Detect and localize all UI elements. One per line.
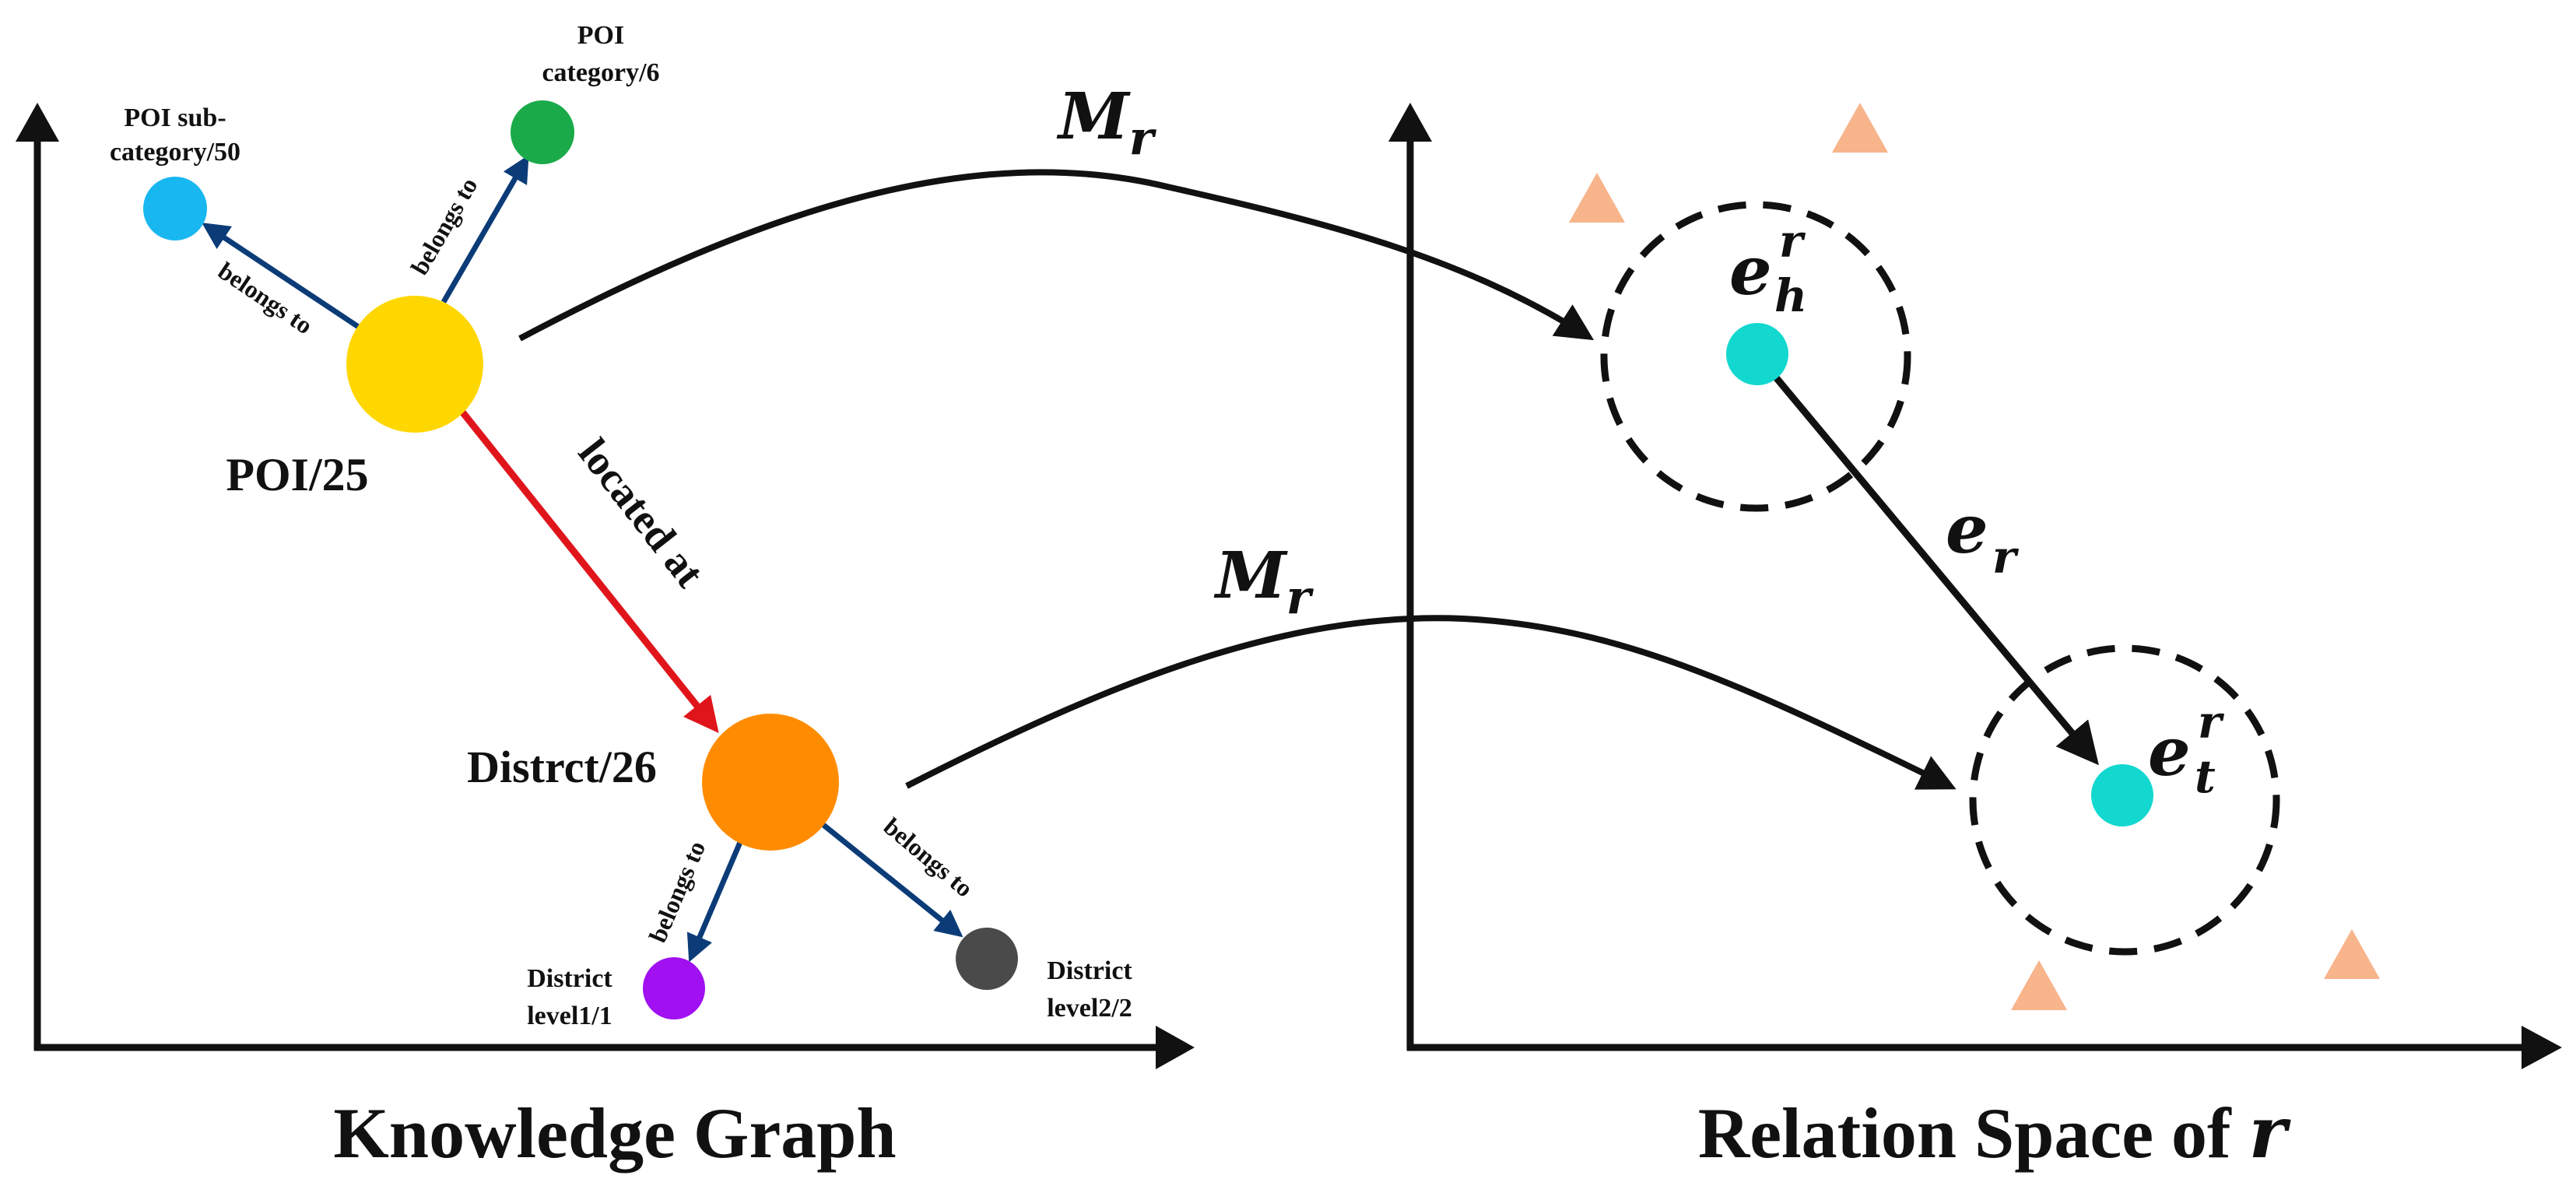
tail-entity-base: e bbox=[2148, 713, 2191, 791]
svg-text:Mr: Mr bbox=[1213, 539, 1314, 625]
projection-label-bottom-base: M bbox=[1213, 539, 1288, 613]
other-entity-triangle-2 bbox=[1832, 103, 1888, 153]
node-poi bbox=[346, 296, 483, 433]
label-poi-subcategory-line1: POI sub- bbox=[124, 104, 226, 132]
node-district-level2 bbox=[956, 928, 1018, 990]
edge-district-to-level1 bbox=[686, 839, 744, 963]
projection-label-top: Mr bbox=[1056, 79, 1157, 166]
label-district-level1-line2: level1/1 bbox=[527, 1002, 612, 1030]
head-neighborhood-circle bbox=[1600, 201, 1911, 512]
edge-poi-to-category bbox=[440, 154, 529, 304]
right-y-axis-arrowhead bbox=[1388, 103, 1432, 142]
right-axes bbox=[1388, 103, 2562, 1069]
projection-label-top-sub: r bbox=[1129, 111, 1157, 166]
edge-poi-to-subcategory bbox=[202, 223, 366, 333]
tail-entity-point bbox=[2091, 764, 2153, 826]
label-district-level2-line2: level2/2 bbox=[1047, 994, 1132, 1023]
node-poi-category bbox=[511, 100, 574, 164]
left-x-axis-arrowhead bbox=[1156, 1026, 1195, 1069]
projection-label-top-base: M bbox=[1056, 79, 1131, 154]
label-poi-subcategory-line2: category/50 bbox=[110, 138, 240, 167]
relation-vector-base: e bbox=[1946, 490, 1988, 569]
right-x-axis-arrowhead bbox=[2522, 1026, 2562, 1069]
head-entity-sub: h bbox=[1774, 269, 1807, 322]
right-panel-title-symbol: r bbox=[2249, 1090, 2292, 1174]
tail-entity-label: e r t bbox=[2148, 696, 2225, 803]
projection-label-bottom-sub: r bbox=[1286, 570, 1314, 625]
head-entity-point bbox=[1726, 323, 1788, 385]
node-poi-subcategory bbox=[143, 177, 207, 240]
label-district: Distrct/26 bbox=[467, 742, 657, 792]
left-panel-title: Knowledge Graph bbox=[333, 1093, 896, 1173]
right-panel-title-prefix: Relation Space of bbox=[1698, 1093, 2232, 1173]
edge-district-to-level2 bbox=[821, 823, 963, 938]
projection-curve-tail bbox=[905, 615, 1957, 790]
svg-text:Mr: Mr bbox=[1056, 79, 1157, 166]
right-panel-title: Relation Space of r bbox=[1698, 1090, 2292, 1174]
left-axes bbox=[16, 103, 1195, 1069]
tail-entity-sup: r bbox=[2198, 696, 2225, 749]
label-poi: POI/25 bbox=[226, 449, 368, 500]
label-district-level1-line1: District bbox=[527, 964, 612, 993]
relation-vector-arrow bbox=[1773, 375, 2099, 766]
label-poi-category-line1: POI bbox=[577, 21, 624, 50]
node-district-level1 bbox=[643, 957, 705, 1019]
other-entity-triangle-4 bbox=[2324, 929, 2380, 979]
projection-label-bottom: Mr bbox=[1213, 539, 1314, 625]
projection-curve-head bbox=[518, 169, 1595, 342]
relation-vector-sub: r bbox=[1992, 531, 2020, 584]
node-district bbox=[702, 714, 839, 851]
edge-label-district-to-level2: belongs to bbox=[879, 812, 979, 902]
tail-entity-sub: t bbox=[2195, 750, 2216, 803]
head-entity-base: e bbox=[1729, 232, 1772, 311]
head-entity-label: e r h bbox=[1729, 215, 1807, 322]
other-entity-triangle-1 bbox=[1569, 173, 1625, 223]
head-entity-sup: r bbox=[1779, 215, 1806, 268]
edge-label-poi-to-subcategory: belongs to bbox=[213, 256, 318, 339]
edge-poi-to-district bbox=[458, 409, 719, 734]
label-district-level2-line1: District bbox=[1047, 956, 1132, 985]
label-poi-category-line2: category/6 bbox=[542, 58, 659, 87]
left-y-axis-arrowhead bbox=[16, 103, 59, 142]
other-entity-triangle-3 bbox=[2011, 960, 2067, 1010]
edge-label-poi-to-category: belongs to bbox=[405, 173, 483, 279]
relation-vector-label: e r bbox=[1946, 490, 2020, 584]
tail-neighborhood-circle bbox=[1969, 644, 2280, 956]
